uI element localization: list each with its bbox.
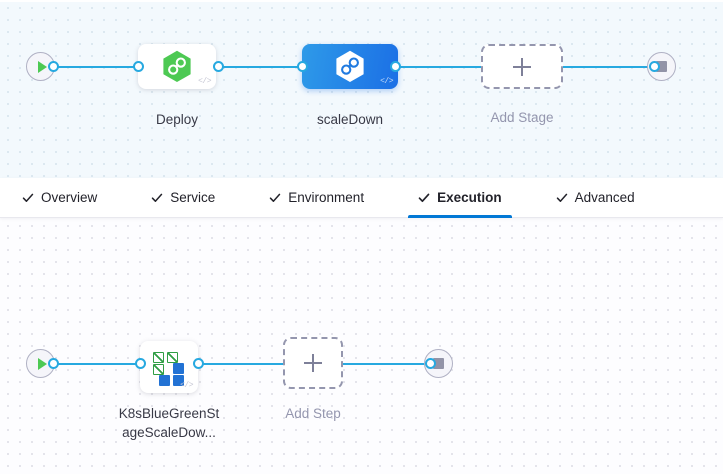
deploy-code-badge[interactable]: </> [198, 77, 211, 86]
tab-service-label: Service [170, 190, 216, 205]
stop-icon [433, 358, 444, 369]
tab-service[interactable]: Service [151, 178, 215, 217]
tab-execution-label: Execution [437, 190, 502, 205]
scaledown-out-port[interactable] [390, 61, 401, 72]
edge-start-to-step [52, 363, 142, 365]
stage-node-deploy[interactable]: </> [138, 44, 216, 89]
stage-label-scaledown: scaleDown [316, 112, 384, 127]
step-end-port[interactable] [425, 358, 436, 369]
execution-step-canvas[interactable]: </> K8sBlueGreenSt ageScaleDow... Add St… [0, 218, 723, 474]
pipeline-stage-canvas[interactable]: </> Deploy </> scaleDown Add Stage [0, 0, 723, 178]
tab-overview[interactable]: Overview [22, 178, 97, 217]
tab-execution[interactable]: Execution [408, 178, 512, 218]
stage-config-tabs: Overview Service Environment Execution A [0, 178, 723, 218]
scaledown-code-badge[interactable]: </> [380, 77, 393, 86]
step-label-k8s-line2: ageScaleDow... [122, 425, 216, 440]
tab-advanced[interactable]: Advanced [556, 178, 635, 217]
edge-addstage-to-end [562, 66, 654, 68]
step-node-k8s-blue-green-scale-down[interactable]: </> [140, 341, 198, 393]
step-code-badge[interactable]: </> [180, 381, 193, 390]
stage-start-node[interactable] [26, 52, 55, 81]
stage-label-deploy: Deploy [155, 112, 199, 127]
edge-addstep-to-end [343, 363, 429, 365]
tab-overview-label: Overview [41, 190, 98, 205]
check-icon [22, 193, 34, 202]
add-step-button[interactable] [283, 337, 343, 389]
step-in-port[interactable] [135, 358, 146, 369]
scaledown-in-port[interactable] [297, 61, 308, 72]
step-label-add-step: Add Step [285, 406, 341, 421]
check-icon [152, 193, 163, 202]
add-stage-button[interactable] [481, 44, 563, 89]
stage-node-scaledown[interactable]: </> [302, 44, 398, 89]
edge-deploy-to-scaledown [218, 66, 310, 68]
deploy-in-port[interactable] [133, 61, 144, 72]
edge-scaledown-to-addstage [395, 66, 481, 68]
plus-icon [304, 354, 322, 372]
plus-icon [513, 57, 531, 76]
kubernetes-blue-green-icon [152, 350, 186, 386]
edge-start-to-deploy [52, 66, 138, 68]
stage-label-add-stage: Add Stage [490, 110, 554, 125]
stage-end-node[interactable] [647, 52, 676, 81]
stage-end-port[interactable] [649, 61, 660, 72]
step-out-port[interactable] [193, 358, 204, 369]
harness-hexagon-icon [336, 50, 364, 82]
step-start-port[interactable] [48, 358, 59, 369]
stop-icon [656, 61, 667, 72]
play-icon [37, 357, 47, 370]
stage-start-port[interactable] [48, 61, 59, 72]
check-icon [418, 193, 430, 202]
tab-environment[interactable]: Environment [269, 178, 364, 217]
check-icon [556, 193, 567, 202]
deploy-out-port[interactable] [213, 61, 224, 72]
tab-advanced-label: Advanced [574, 190, 635, 205]
step-label-k8s-line1: K8sBlueGreenSt [118, 406, 220, 421]
harness-hexagon-icon [163, 50, 191, 82]
check-icon [270, 193, 281, 202]
tab-environment-label: Environment [288, 190, 365, 205]
edge-step-to-addstep [200, 363, 283, 365]
play-icon [37, 60, 47, 73]
